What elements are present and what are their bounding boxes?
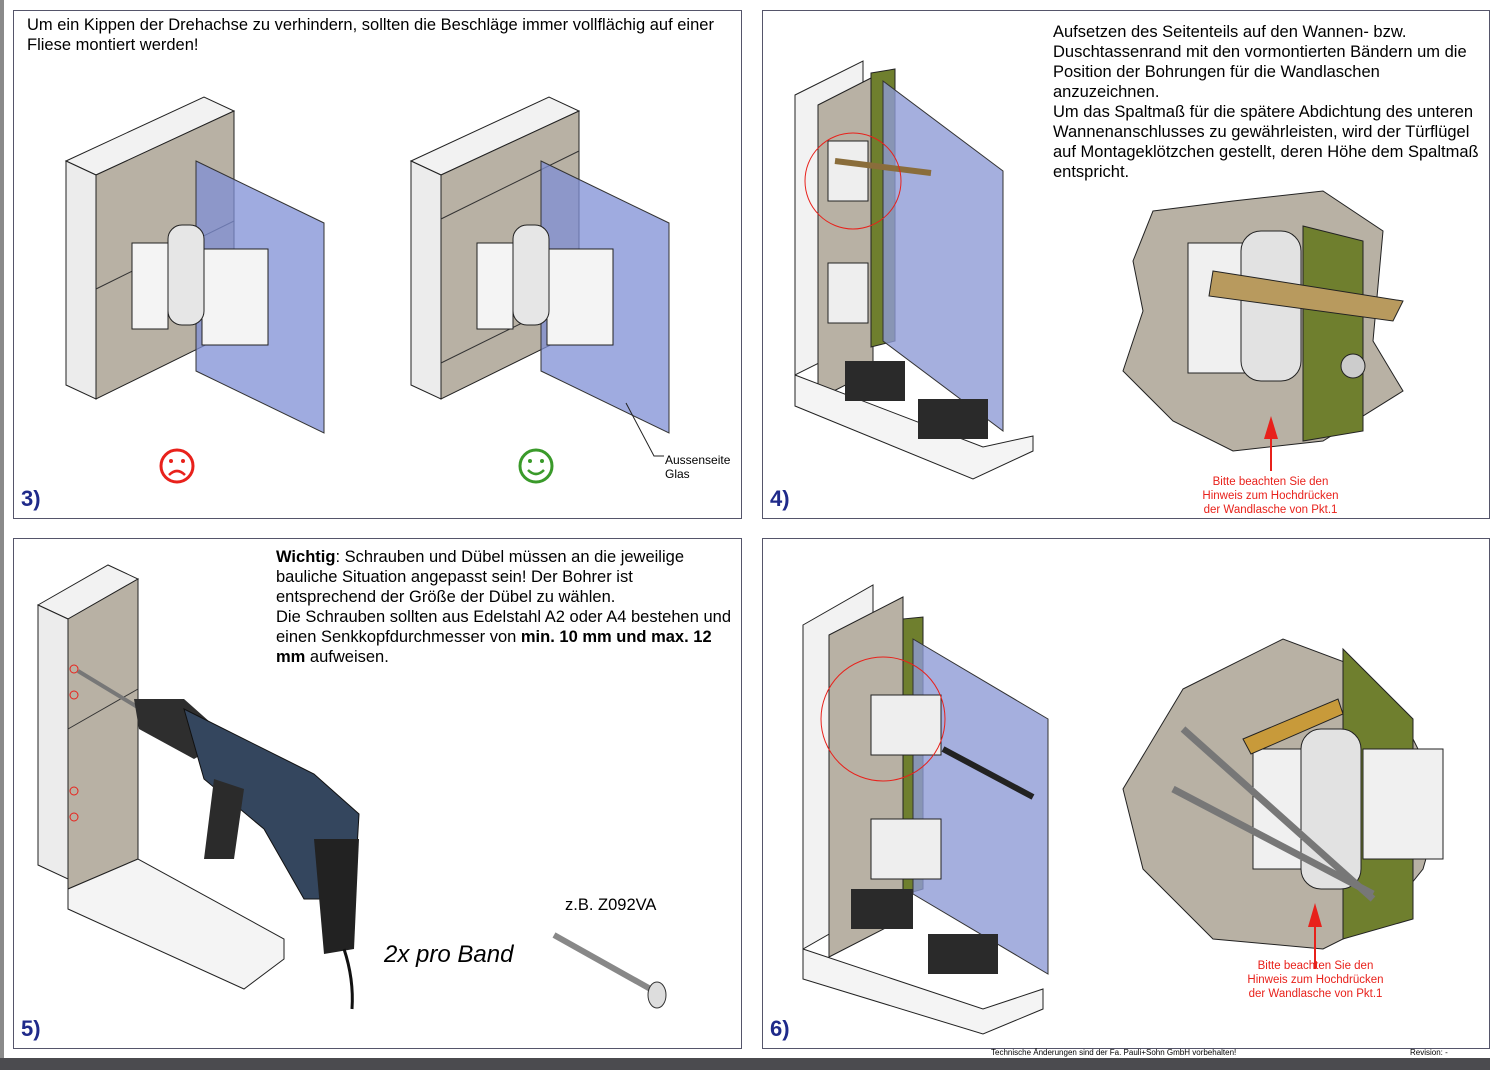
note-line: Bitte beachten Sie den bbox=[1212, 476, 1329, 488]
step-number: 5) bbox=[21, 1016, 41, 1041]
note-line: Hinweis zum Hochdrücken bbox=[1247, 974, 1384, 986]
happy-face-icon bbox=[518, 448, 554, 484]
step-number: 3) bbox=[21, 486, 41, 511]
glass-outside-label: Aussenseite Glas bbox=[665, 453, 730, 481]
note-line: der Wandlasche von Pkt.1 bbox=[1203, 504, 1338, 516]
step-4-text-1: Aufsetzen des Seitenteils auf den Wannen… bbox=[1053, 23, 1467, 101]
panel-step-5: Wichtig: Schrauben und Dübel müssen an d… bbox=[13, 538, 742, 1049]
label-glass: Glas bbox=[665, 467, 690, 481]
panel-step-4: Aufsetzen des Seitenteils auf den Wannen… bbox=[762, 10, 1490, 519]
warning-note: Bitte beachten Sie den Hinweis zum Hochd… bbox=[1183, 475, 1358, 517]
left-edge bbox=[0, 0, 4, 1070]
step-5-text-3: aufweisen. bbox=[305, 648, 389, 666]
note-line: Bitte beachten Sie den bbox=[1257, 960, 1374, 972]
important-label: Wichtig bbox=[276, 548, 336, 566]
panel-step-6: Bitte beachten Sie den Hinweis zum Hochd… bbox=[762, 538, 1490, 1049]
step-5-text-1: : Schrauben und Dübel müssen an die jewe… bbox=[276, 548, 684, 606]
step-5-text-2: Die Schrauben sollten aus Edelstahl A2 o… bbox=[276, 608, 731, 646]
detail-zoom-screw bbox=[1122, 638, 1444, 969]
screw-example-label: z.B. Z092VA bbox=[565, 896, 657, 914]
step-3-text: Um ein Kippen der Drehachse zu verhinder… bbox=[27, 16, 714, 54]
label-outside: Aussenseite bbox=[665, 453, 731, 467]
step-4-text-2: Um das Spaltmaß für die spätere Abdichtu… bbox=[1053, 103, 1479, 181]
bottom-bar bbox=[0, 1058, 1490, 1070]
note-line: der Wandlasche von Pkt.1 bbox=[1248, 988, 1383, 1000]
illustration-drilling bbox=[36, 564, 667, 1010]
sad-face-icon bbox=[159, 448, 195, 484]
per-band-label: 2x pro Band bbox=[384, 941, 514, 968]
warning-note: Bitte beachten Sie den Hinweis zum Hochd… bbox=[1228, 959, 1403, 1001]
detail-zoom-hinge bbox=[1122, 190, 1404, 471]
drill-icon bbox=[76, 669, 360, 1010]
wall-block-wrong bbox=[64, 96, 325, 434]
screw-head-size: min. 10 mm und max. 12 mm bbox=[276, 628, 712, 666]
step-number: 4) bbox=[770, 486, 790, 511]
step-number: 6) bbox=[770, 1016, 790, 1041]
wall-block-correct bbox=[409, 96, 670, 457]
footer-revision: Revision: - bbox=[1410, 1048, 1448, 1057]
footer-notice: Technische Änderungen sind der Fa. Pauli… bbox=[991, 1048, 1237, 1057]
step-4-text: Aufsetzen des Seitenteils auf den Wannen… bbox=[1053, 22, 1483, 182]
panel-step-3: Um ein Kippen der Drehachse zu verhinder… bbox=[13, 10, 742, 519]
step-5-text: Wichtig: Schrauben und Dübel müssen an d… bbox=[276, 547, 736, 667]
illustration-hinge-tile bbox=[64, 96, 670, 484]
illustration-side-panel-placement bbox=[794, 60, 1404, 480]
illustration-screw-mounting bbox=[802, 584, 1444, 1035]
note-line: Hinweis zum Hochdrücken bbox=[1202, 490, 1339, 502]
screw-icon bbox=[552, 932, 667, 1009]
